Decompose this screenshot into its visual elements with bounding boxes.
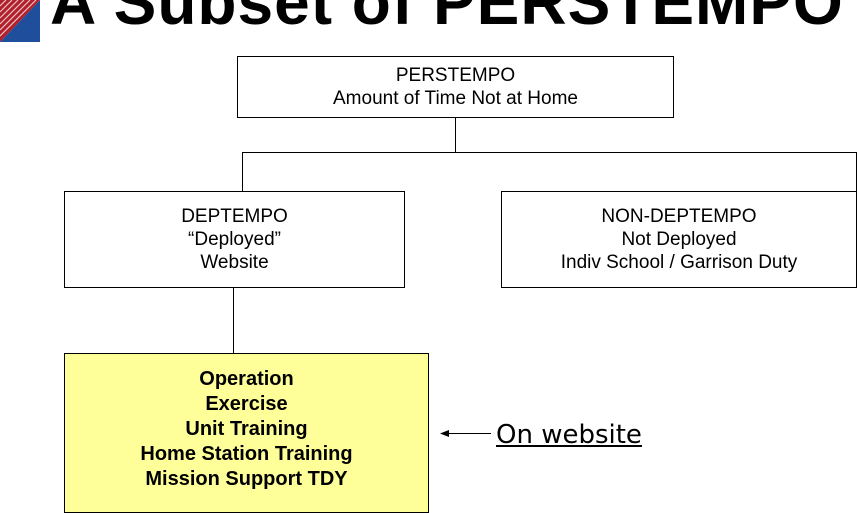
deployment-type-item: Mission Support TDY xyxy=(145,468,348,490)
node-deptempo-line-3: Website xyxy=(200,252,269,273)
node-non-deptempo-line-3: Indiv School / Garrison Duty xyxy=(560,252,798,273)
node-perstempo: PERSTEMPO Amount of Time Not at Home xyxy=(237,56,674,118)
deployment-type-item: Operation xyxy=(199,368,294,390)
annotation-arrow-head xyxy=(440,430,449,437)
node-non-deptempo-line-2: Not Deployed xyxy=(621,229,737,250)
node-deployment-types: Operation Exercise Unit Training Home St… xyxy=(64,353,429,513)
logo-icon xyxy=(0,0,40,42)
node-perstempo-line-1: PERSTEMPO xyxy=(395,65,516,86)
deployment-type-item: Home Station Training xyxy=(140,443,353,465)
on-website-label: On website xyxy=(496,420,642,450)
node-deptempo-line-1: DEPTEMPO xyxy=(181,206,288,227)
node-deptempo: DEPTEMPO “Deployed” Website xyxy=(64,191,405,288)
node-perstempo-line-2: Amount of Time Not at Home xyxy=(333,88,578,109)
deployment-type-item: Exercise xyxy=(205,393,288,415)
node-non-deptempo-line-1: NON-DEPTEMPO xyxy=(601,206,757,227)
node-deptempo-line-2: “Deployed” xyxy=(188,229,281,250)
deployment-type-item: Unit Training xyxy=(185,418,308,440)
node-non-deptempo: NON-DEPTEMPO Not Deployed Indiv School /… xyxy=(501,191,857,288)
page-title: A Subset of PERSTEMPO xyxy=(50,0,844,38)
